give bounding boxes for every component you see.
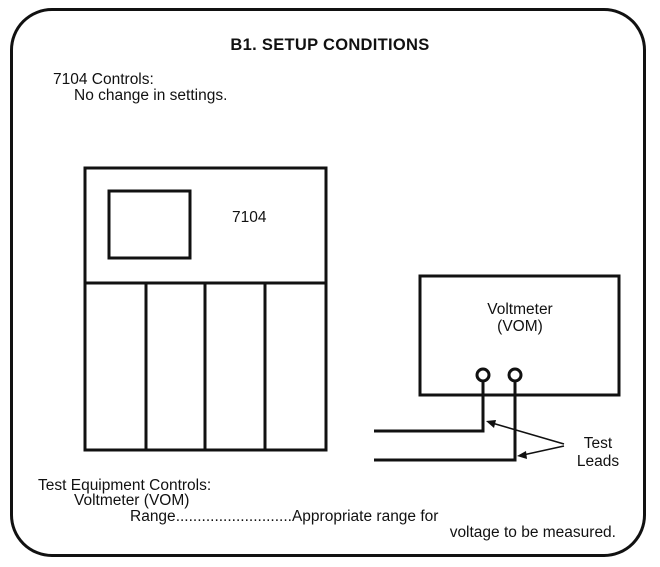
controls-7104-heading: 7104 Controls: <box>53 71 154 88</box>
callout-arrowhead-upper <box>486 420 496 428</box>
test-lead-upper <box>374 381 485 433</box>
range-setting-name: Range <box>130 508 176 525</box>
test-lead-lower <box>374 381 517 462</box>
test-equipment-heading: Test Equipment Controls: <box>38 477 212 494</box>
instrument-7104-label: 7104 <box>232 209 267 226</box>
test-equipment-device: Voltmeter (VOM) <box>74 492 190 509</box>
range-setting-leader: ........................... <box>175 508 292 525</box>
voltmeter-label-line2: (VOM) <box>497 318 543 335</box>
range-setting-row: Range...........................Appropri… <box>130 508 438 526</box>
callout-line-lower <box>522 445 565 456</box>
voltmeter-terminal-right <box>507 367 523 383</box>
controls-7104-note: No change in settings. <box>74 87 228 104</box>
voltmeter-outline <box>418 274 621 397</box>
rounded-border-frame <box>10 8 646 557</box>
range-setting-value-line2: voltage to be measured. <box>449 524 616 541</box>
page-title: B1. SETUP CONDITIONS <box>230 36 430 54</box>
voltmeter-label-line1: Voltmeter <box>487 301 552 318</box>
range-setting-value: Appropriate range for <box>291 508 439 525</box>
callout-arrowhead-lower <box>517 451 527 459</box>
voltmeter-terminal-left <box>475 367 491 383</box>
test-leads-label-line1: Test <box>584 435 613 452</box>
test-leads-label-line2: Leads <box>577 453 619 470</box>
callout-line-upper <box>491 422 565 445</box>
instrument-7104-display <box>107 189 192 260</box>
